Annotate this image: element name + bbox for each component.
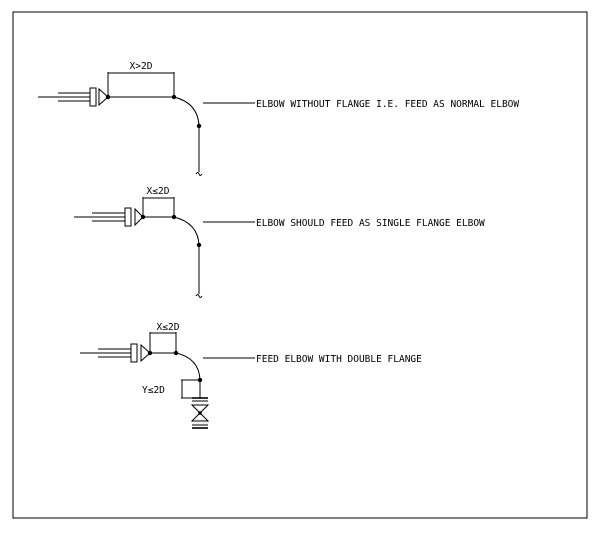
- elbow-bend: [173, 216, 200, 246]
- reducer-icon: [98, 87, 109, 107]
- dimension-label: X≤2D: [147, 186, 170, 197]
- break-symbol: [195, 172, 203, 176]
- callout-label: FEED ELBOW WITH DOUBLE FLANGE: [256, 354, 422, 365]
- vertical-dimension-label: Y≤2D: [142, 385, 165, 396]
- dimension-label: X>2D: [130, 61, 153, 72]
- flange-icon: [124, 207, 132, 227]
- flange-icon: [130, 343, 138, 363]
- drawing-border: [12, 11, 588, 519]
- break-symbol: [195, 294, 203, 298]
- elbow-bend: [175, 352, 201, 381]
- callout-label: ELBOW SHOULD FEED AS SINGLE FLANGE ELBOW: [256, 218, 485, 229]
- reducer-icon: [140, 343, 151, 363]
- dimension-label: X≤2D: [157, 322, 180, 333]
- diagram-2-single-flange-elbow: X≤2D ELBOW SHOULD FEED AS SINGLE FLANGE …: [74, 186, 485, 298]
- valve-icon: [190, 404, 210, 414]
- reducer-icon: [134, 207, 144, 227]
- elbow-bend: [173, 96, 200, 127]
- diagram-3-double-flange-elbow: X≤2D Y≤2D FEED ELBOW WITH DOUBLE FLANGE: [80, 322, 422, 429]
- diagram-1-elbow-without-flange: X>2D ELBOW WITHOUT FLANGE I.E. FEED AS N…: [38, 61, 519, 176]
- callout-label: ELBOW WITHOUT FLANGE I.E. FEED AS NORMAL…: [256, 99, 519, 110]
- weld-dot: [196, 123, 202, 129]
- weld-dot: [196, 242, 202, 248]
- flange-icon: [89, 87, 97, 107]
